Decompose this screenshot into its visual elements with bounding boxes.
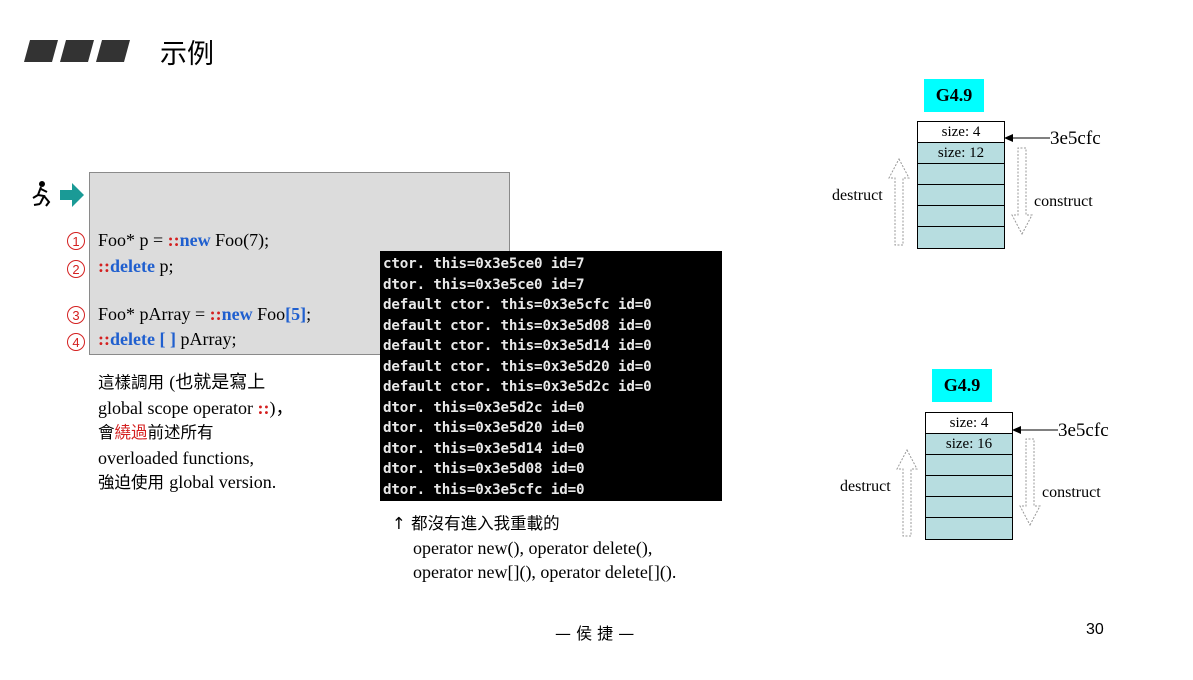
scope-operator: :: xyxy=(167,230,180,250)
code-text: Foo xyxy=(252,304,286,324)
code-line-2: ::delete p; xyxy=(98,256,174,277)
console-line: dtor. this=0x3e5d14 id=0 xyxy=(383,440,585,457)
up-arrow-icon xyxy=(888,158,910,246)
construct-label: construct xyxy=(1034,193,1093,210)
note-line: ↑ 都沒有進入我重載的 xyxy=(392,514,560,533)
highlight-bypass: 繞過 xyxy=(114,423,148,442)
g49-label: G4.9 xyxy=(932,369,992,402)
code-text: Foo* pArray = xyxy=(98,304,210,324)
note-line: operator new(), operator delete(), xyxy=(413,538,653,558)
cookie-cell: size: 4 xyxy=(926,413,1012,434)
size-cell: size: 16 xyxy=(926,434,1012,455)
runner-arrow-icon xyxy=(32,181,84,207)
console-line: dtor. this=0x3e5cfc id=0 xyxy=(383,481,585,498)
console-line: dtor. this=0x3e5d20 id=0 xyxy=(383,420,585,436)
expl-text: )， xyxy=(269,397,294,418)
console-output: ctor. this=0x3e5ce0 id=7 dtor. this=0x3e… xyxy=(380,251,722,501)
address-label: 3e5cfc xyxy=(1050,128,1101,149)
object-cell xyxy=(926,455,1012,476)
code-text: ; xyxy=(306,304,312,324)
expl-text: 前述所有 xyxy=(147,423,214,442)
code-text: pArray; xyxy=(175,329,237,349)
object-cell xyxy=(926,497,1012,518)
page-number: 30 xyxy=(1086,621,1104,638)
object-cell xyxy=(918,185,1004,206)
expl-text: (也就是寫上 xyxy=(169,372,266,392)
scope-operator: :: xyxy=(98,256,110,276)
note-text: ↑ 都沒有進入我重載的 operator new(), operator del… xyxy=(392,512,676,584)
keyword-delete: delete xyxy=(110,256,155,276)
code-text: Foo* p = xyxy=(98,230,168,250)
step-1-badge: 1 xyxy=(67,232,85,250)
expl-text: overloaded functions, xyxy=(98,447,254,468)
page-title: 示例 xyxy=(160,39,214,70)
expl-text: 會 xyxy=(98,423,115,442)
code-line-4: ::delete [ ] pArray; xyxy=(98,329,236,350)
console-line: dtor. this=0x3e5ce0 id=7 xyxy=(383,276,585,293)
step-3-badge: 3 xyxy=(67,306,85,324)
array-size: [5] xyxy=(285,304,307,324)
footer-author: — 侯 捷 — xyxy=(555,624,635,643)
down-arrow-icon xyxy=(1019,438,1041,526)
code-line-1: Foo* p = ::new Foo(7); xyxy=(98,230,269,251)
construct-label: construct xyxy=(1042,484,1101,501)
console-line: default ctor. this=0x3e5d08 id=0 xyxy=(383,317,652,334)
memory-stack: size: 4 size: 16 xyxy=(925,412,1013,540)
object-cell xyxy=(918,164,1004,185)
title-bars-icon xyxy=(24,40,130,62)
keyword-delete-array: delete [ ] xyxy=(110,329,176,349)
memory-stack: size: 4 size: 12 xyxy=(917,121,1005,249)
scope-operator: :: xyxy=(257,397,270,418)
address-label: 3e5cfc xyxy=(1058,420,1109,441)
destruct-label: destruct xyxy=(840,478,891,495)
keyword-new: new xyxy=(179,230,211,250)
size-cell: size: 12 xyxy=(918,143,1004,164)
note-line: operator new[](), operator delete[](). xyxy=(413,562,677,582)
object-cell xyxy=(926,476,1012,497)
object-cell xyxy=(926,518,1012,539)
console-line: ctor. this=0x3e5ce0 id=7 xyxy=(383,256,585,272)
scope-operator: :: xyxy=(98,329,110,349)
object-cell xyxy=(918,206,1004,227)
console-line: dtor. this=0x3e5d2c id=0 xyxy=(383,399,585,416)
pointer-arrow-icon xyxy=(1004,134,1050,142)
code-text: Foo(7); xyxy=(210,230,270,250)
console-line: default ctor. this=0x3e5d14 id=0 xyxy=(383,338,652,354)
expl-text: global scope operator xyxy=(98,397,258,418)
explanation-text: 這樣調用 (也就是寫上 global scope operator ::)， 會… xyxy=(98,370,293,496)
down-arrow-icon xyxy=(1011,147,1033,235)
step-2-badge: 2 xyxy=(67,260,85,278)
pointer-arrow-icon xyxy=(1012,426,1058,434)
console-line: default ctor. this=0x3e5d20 id=0 xyxy=(383,358,652,375)
keyword-new: new xyxy=(221,304,253,324)
expl-text: 這樣調用 xyxy=(98,373,170,392)
scope-operator: :: xyxy=(209,304,222,324)
console-line: default ctor. this=0x3e5d2c id=0 xyxy=(383,379,652,395)
code-line-3: Foo* pArray = ::new Foo[5]; xyxy=(98,304,311,325)
object-cell xyxy=(918,227,1004,248)
cookie-cell: size: 4 xyxy=(918,122,1004,143)
expl-text: global version. xyxy=(169,472,277,492)
destruct-label: destruct xyxy=(832,187,883,204)
console-line: default ctor. this=0x3e5cfc id=0 xyxy=(383,297,652,313)
code-text: p; xyxy=(154,256,174,276)
g49-label: G4.9 xyxy=(924,79,984,112)
console-line: dtor. this=0x3e5d08 id=0 xyxy=(383,461,585,477)
up-arrow-icon xyxy=(896,449,918,537)
expl-text: 強迫使用 xyxy=(98,473,170,492)
step-4-badge: 4 xyxy=(67,333,85,351)
